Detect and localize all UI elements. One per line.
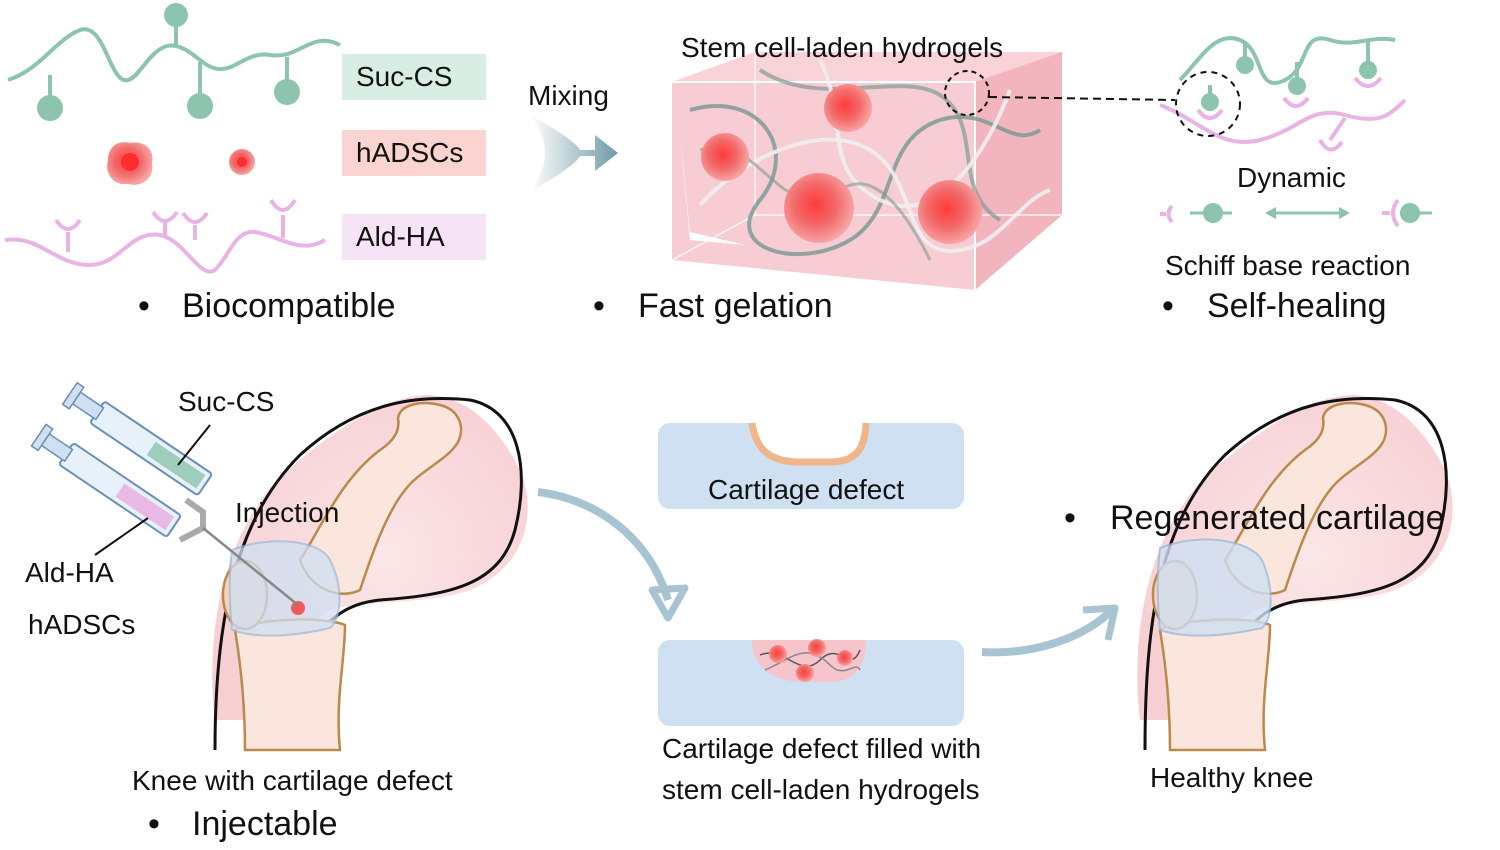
curved-arrow-right-head-icon xyxy=(1082,604,1119,641)
legend-suc-cs-label: Suc-CS xyxy=(356,61,453,92)
hydrogel-cube-illustration xyxy=(671,52,1176,290)
syringe-suc-cs-label: Suc-CS xyxy=(178,386,275,417)
knee-defect-illustration xyxy=(212,395,528,752)
legend-ald-ha-label: Ald-HA xyxy=(356,221,445,252)
legend-hadscs: hADSCs xyxy=(342,130,486,176)
hydrogel-title: Stem cell-laden hydrogels xyxy=(681,32,1004,63)
curved-arrow-down-icon xyxy=(537,488,672,602)
property-injectable: Injectable xyxy=(192,805,338,843)
caption-filled-line1: Cartilage defect filled with xyxy=(662,733,982,764)
curved-arrow-right-icon xyxy=(981,609,1113,657)
legend-ald-ha: Ald-HA xyxy=(342,214,486,260)
caption-knee-defect: Knee with cartilage defect xyxy=(132,765,453,796)
syringe-ald-ha-label: Ald-HA xyxy=(25,557,114,588)
schiff-base-reaction-icon xyxy=(1160,198,1432,228)
bullet-biocompatible: • xyxy=(138,287,150,325)
caption-healthy-knee: Healthy knee xyxy=(1150,762,1314,793)
ald-ha-chain-icon xyxy=(4,198,327,274)
bullet-regenerated: • xyxy=(1064,499,1076,537)
bullet-self-healing: • xyxy=(1162,287,1174,325)
healthy-knee-illustration xyxy=(1137,395,1453,752)
curved-arrow-down-head-icon xyxy=(648,584,689,622)
caption-cartilage-defect: Cartilage defect xyxy=(708,474,905,505)
property-fast-gelation: Fast gelation xyxy=(638,287,833,325)
cartilage-defect-panel xyxy=(658,422,964,509)
mixing-label: Mixing xyxy=(528,80,609,111)
mixing-arrow-icon xyxy=(530,115,618,192)
property-self-healing: Self-healing xyxy=(1207,287,1387,325)
zoomed-network-illustration xyxy=(1159,36,1407,152)
property-biocompatible: Biocompatible xyxy=(182,287,396,325)
syringe-hadscs-label: hADSCs xyxy=(28,609,136,640)
legend-hadscs-label: hADSCs xyxy=(356,137,464,168)
suc-cs-chain-icon xyxy=(7,3,341,121)
injection-label: Injection xyxy=(235,497,340,528)
bullet-injectable: • xyxy=(148,805,160,843)
caption-filled-line2: stem cell-laden hydrogels xyxy=(662,774,980,805)
filled-defect-panel xyxy=(658,639,964,726)
legend-suc-cs: Suc-CS xyxy=(342,54,486,100)
bullet-fast-gelation: • xyxy=(593,287,605,325)
property-regenerated-cartilage: Regenerated cartilage xyxy=(1110,499,1445,537)
double-syringe-icon xyxy=(30,381,299,606)
hadsc-cell-icons xyxy=(107,142,255,185)
dynamic-label: Dynamic xyxy=(1237,162,1346,193)
schiff-base-label: Schiff base reaction xyxy=(1165,250,1411,281)
